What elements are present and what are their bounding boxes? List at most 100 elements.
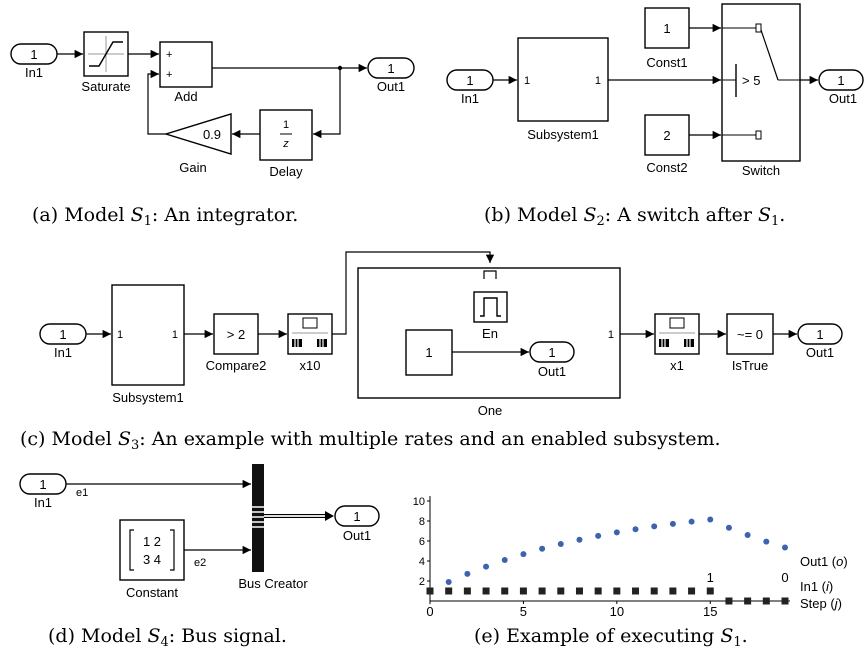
- out1-label: Out1: [377, 79, 405, 94]
- out1-point: [651, 523, 658, 530]
- x-axis-label: Step (j): [800, 596, 842, 611]
- inner-out1-label: Out1: [538, 364, 566, 379]
- matrix-left-bracket: [129, 529, 134, 571]
- y-tick-label: 10: [413, 496, 425, 508]
- rate-transition-x1-block[interactable]: [654, 313, 700, 355]
- in1-point: [762, 597, 770, 605]
- subsystem1-block[interactable]: [111, 284, 185, 386]
- const2-value: 2: [663, 128, 670, 143]
- saturate-label: Saturate: [81, 79, 130, 94]
- out1-point: [595, 532, 602, 539]
- enable-block[interactable]: [473, 291, 508, 323]
- subsystem-in-port: 1: [117, 329, 123, 341]
- out1-point: [632, 526, 639, 533]
- in1-point: [557, 587, 565, 595]
- add-label: Add: [174, 89, 197, 104]
- enable-label: En: [482, 326, 498, 341]
- in1-point: [501, 587, 509, 595]
- caption-b: (b) Model S2: A switch after S1.: [484, 204, 785, 229]
- out1-label: Out1: [829, 91, 857, 106]
- gain-block[interactable]: [163, 113, 232, 155]
- y-tick-label: 8: [419, 516, 425, 528]
- out1-point: [744, 532, 751, 538]
- delay-label: Delay: [269, 164, 303, 179]
- out1-port[interactable]: [818, 69, 864, 91]
- out1-point: [501, 557, 508, 563]
- out1-point: [445, 579, 452, 585]
- add-block[interactable]: [159, 41, 213, 88]
- out1-point: [520, 551, 527, 558]
- y-tick-label: 4: [419, 556, 425, 568]
- compare2-label: Compare2: [206, 358, 267, 373]
- out1-point: [725, 524, 732, 531]
- inner-out1-port[interactable]: [529, 341, 575, 363]
- subsystem1-block[interactable]: [517, 37, 609, 122]
- in1-port-number: 1: [39, 477, 46, 492]
- subsystem-out-port: 1: [172, 329, 178, 341]
- out1-point: [613, 529, 620, 536]
- out1-label: Out1: [806, 345, 834, 360]
- delay-numerator: 1: [283, 119, 289, 131]
- in1-point: [650, 587, 658, 595]
- in1-point: [613, 587, 621, 595]
- const1-block[interactable]: [644, 7, 690, 49]
- switch-icon: [722, 23, 800, 140]
- out1-port[interactable]: [334, 505, 380, 527]
- in1-point: [482, 587, 490, 595]
- e1-signal-label: e1: [76, 487, 88, 499]
- e2-signal-label: e2: [194, 557, 206, 569]
- bus-signal-line: [264, 511, 334, 521]
- in1-port-number: 1: [30, 47, 37, 62]
- in1-label: In1: [25, 65, 43, 80]
- out1-port[interactable]: [797, 323, 843, 345]
- out1-point: [464, 570, 471, 577]
- annotation-label: 0: [781, 570, 788, 585]
- out1-point: [763, 538, 770, 545]
- out1-point: [707, 516, 714, 523]
- subsystem-out-port: 1: [595, 75, 601, 87]
- in1-label: In1: [34, 495, 52, 510]
- const1-label: Const1: [646, 55, 687, 70]
- out1-port[interactable]: [367, 57, 415, 79]
- in1-point: [538, 587, 546, 595]
- subsystem1-label: Subsystem1: [527, 127, 599, 142]
- const2-label: Const2: [646, 160, 687, 175]
- bus-creator-block[interactable]: [252, 464, 264, 572]
- in1-point: [781, 597, 789, 605]
- const1-value: 1: [663, 21, 670, 36]
- add-plus-2: +: [166, 69, 172, 81]
- out1-port-number: 1: [816, 327, 823, 342]
- inner-constant-value: 1: [425, 345, 432, 360]
- one-label: One: [478, 403, 503, 418]
- matrix-row-2: 3 4: [143, 552, 161, 567]
- gain-label: Gain: [179, 160, 206, 175]
- caption-d: (d) Model S4: Bus signal.: [48, 625, 287, 650]
- enabled-subsystem-one[interactable]: [357, 267, 621, 399]
- constant-label: Constant: [126, 585, 178, 600]
- delay-denominator: z: [282, 138, 289, 150]
- rate-transition-x10-block[interactable]: [287, 313, 333, 355]
- in1-point: [744, 597, 752, 605]
- one-out-port: 1: [608, 329, 614, 341]
- istrue-value: ~= 0: [737, 327, 763, 342]
- x10-label: x10: [300, 358, 321, 373]
- x-tick-label: 10: [610, 604, 624, 619]
- legend-in1: In1 (i): [800, 579, 833, 594]
- in1-point: [706, 587, 714, 595]
- matrix-row-1: 1 2: [143, 534, 161, 549]
- compare2-block[interactable]: [213, 313, 259, 355]
- y-tick-label: 6: [419, 536, 425, 548]
- istrue-label: IsTrue: [732, 358, 768, 373]
- const2-block[interactable]: [644, 114, 690, 156]
- delay-block[interactable]: [259, 109, 313, 161]
- out1-port-number: 1: [837, 73, 844, 88]
- istrue-block[interactable]: [726, 313, 774, 355]
- in1-point: [669, 587, 677, 595]
- in1-point: [725, 597, 733, 605]
- x1-label: x1: [670, 358, 684, 373]
- in1-point: [594, 587, 602, 595]
- panel-d-bus-model: 1 In1 e1 1 2 3 4 Constant e2 Bus Creator…: [19, 464, 380, 650]
- annotation-label: 1: [707, 570, 714, 585]
